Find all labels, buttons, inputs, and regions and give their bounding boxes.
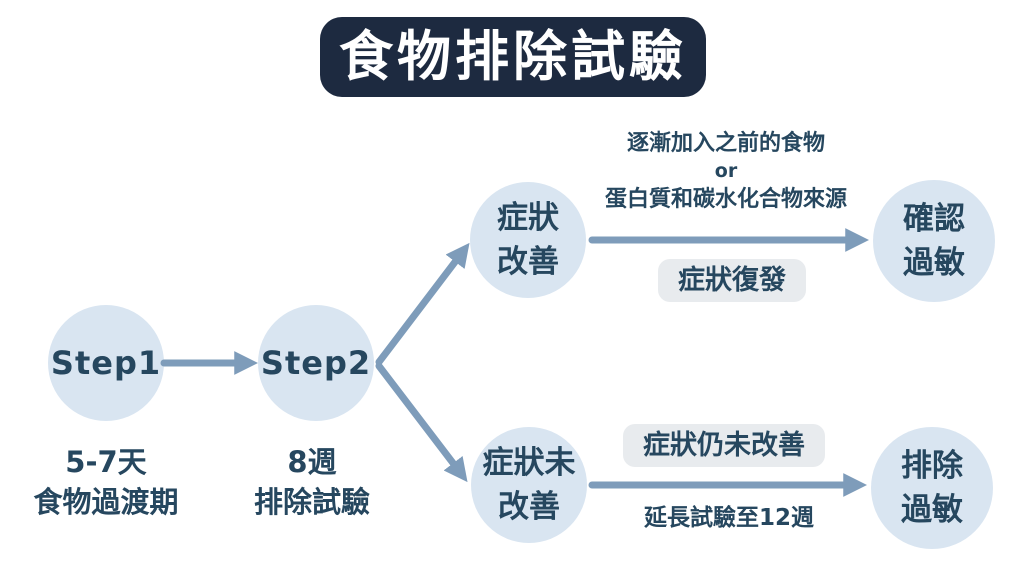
- caption-step2-line1: 8週: [287, 445, 337, 479]
- node-symptoms-not-improved: 症狀未 改善: [471, 427, 587, 543]
- node-confirm-allergy: 確認 過敏: [873, 180, 995, 302]
- annotation-reintroduce-line3: 蛋白質和碳水化合物來源: [604, 187, 848, 212]
- arrow-step2-to-improved: [375, 242, 470, 366]
- annotation-reintroduce-line1: 逐漸加入之前的食物: [626, 131, 826, 156]
- caption-step2-line2: 排除試驗: [253, 485, 371, 519]
- annotation-reintroduce-line2: or: [714, 160, 738, 182]
- note-extend-trial: 延長試驗至12週: [643, 505, 815, 531]
- node-confirm-allergy-line1: 確認: [903, 201, 965, 237]
- node-exclude-allergy: 排除 過敏: [871, 427, 993, 549]
- node-step1-label: Step1: [50, 344, 162, 382]
- node-symptoms-improved-line2: 改善: [497, 244, 559, 280]
- node-symptoms-not-improved-line2: 改善: [498, 489, 560, 525]
- caption-step1: 5-7天 食物過渡期: [33, 442, 178, 522]
- node-symptoms-improved: 症狀 改善: [470, 182, 586, 298]
- caption-step1-line1: 5-7天: [65, 445, 147, 479]
- arrow-step2-to-not-improved: [375, 362, 468, 483]
- node-exclude-allergy-line2: 過敏: [901, 492, 963, 528]
- caption-step1-line2: 食物過渡期: [33, 485, 179, 519]
- node-exclude-allergy-line1: 排除: [901, 448, 963, 484]
- badge-symptom-relapse: 症狀復發: [658, 259, 806, 302]
- node-step1: Step1: [48, 305, 164, 421]
- annotation-reintroduce: 逐漸加入之前的食物 or 蛋白質和碳水化合物來源: [605, 129, 847, 214]
- node-symptoms-improved-line1: 症狀: [497, 200, 559, 236]
- caption-step2: 8週 排除試驗: [254, 442, 370, 522]
- badge-symptoms-still-not-improved: 症狀仍未改善: [623, 424, 825, 467]
- node-symptoms-not-improved-line1: 症狀未: [482, 445, 576, 481]
- node-step2-label: Step2: [260, 344, 372, 382]
- node-step2: Step2: [258, 305, 374, 421]
- page-title: 食物排除試驗: [339, 25, 687, 88]
- node-confirm-allergy-line2: 過敏: [903, 245, 965, 281]
- title-banner: 食物排除試驗: [320, 17, 706, 97]
